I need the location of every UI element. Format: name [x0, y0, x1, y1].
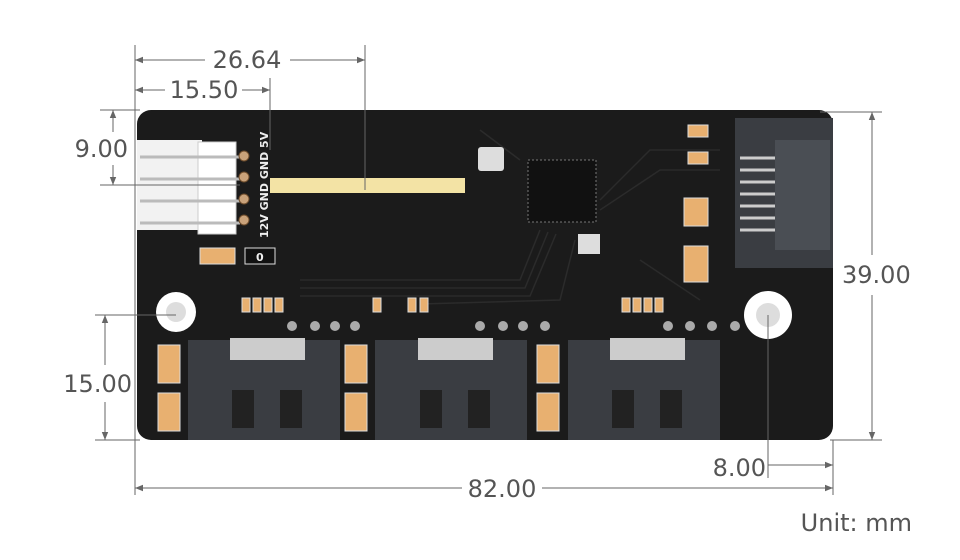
smd-caps-right	[683, 124, 709, 283]
crystal	[478, 147, 504, 171]
pin-silkscreen-label: 12V GND GND 5V	[258, 131, 271, 238]
dim-26-64: 26.64	[213, 46, 282, 74]
pcb-board: 12V GND GND 5V 0	[137, 110, 833, 440]
dim-15-00: 15.00	[63, 370, 132, 398]
dimension-labels: 26.64 15.50 9.00 39.00 15.00 8.00 82.00 …	[63, 46, 912, 537]
dim-9-00: 9.00	[75, 135, 128, 163]
mcu-chip	[527, 159, 597, 223]
sata-connector-1	[188, 338, 340, 440]
test-pads	[287, 321, 740, 331]
unit-label: Unit: mm	[801, 509, 912, 537]
jumper-label: 0	[256, 251, 264, 264]
fan-header-connector	[137, 140, 250, 235]
dim-15-50: 15.50	[170, 76, 239, 104]
sata-connector-2	[375, 338, 527, 440]
sata-connector-right	[735, 118, 833, 268]
zero-ohm-jumper	[244, 247, 276, 265]
smd-component	[578, 234, 600, 254]
antenna-strip	[270, 178, 465, 193]
dimension-lines	[95, 45, 882, 495]
sata-connector-3	[568, 338, 720, 440]
smd-resistor	[199, 247, 236, 265]
dim-8-00: 8.00	[713, 454, 766, 482]
smd-caps-bottom	[157, 297, 664, 432]
dim-39-00: 39.00	[842, 261, 911, 289]
dim-82-00: 82.00	[468, 475, 537, 503]
